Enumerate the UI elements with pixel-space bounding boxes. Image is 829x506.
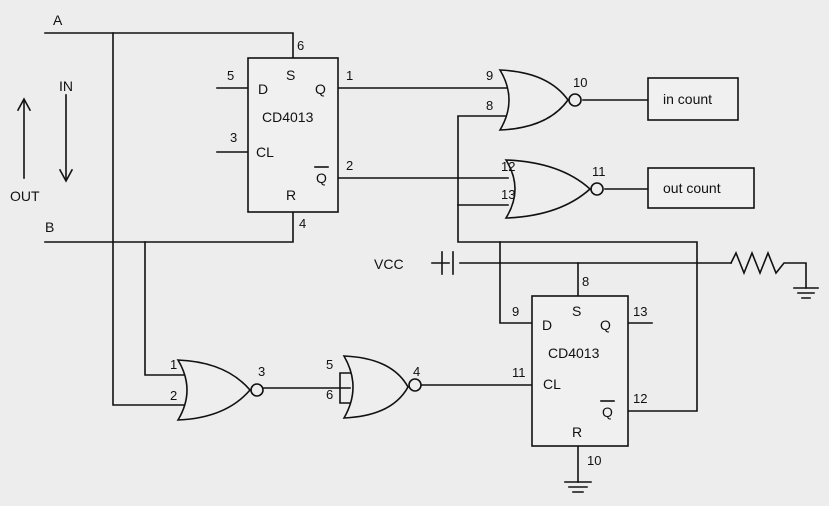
- nor-gate-low2: [342, 355, 409, 419]
- ff1-pin-cl: 3: [230, 130, 237, 145]
- nor-gate-low1: [176, 359, 252, 421]
- ff2-pin-r: 10: [587, 453, 601, 468]
- nor-gate-top: [498, 69, 569, 131]
- ff2-pin-s: 8: [582, 274, 589, 289]
- ff2-qbar-label: Q: [602, 404, 613, 420]
- ff2-s-label: S: [572, 303, 581, 319]
- ff1-pin-s: 6: [297, 38, 304, 53]
- ff2-r-label: R: [572, 424, 582, 440]
- nor-gate-mid-bubble: [590, 182, 604, 196]
- nor-low1-pin-in2: 2: [170, 388, 177, 403]
- nor-mid-pin-in2: 13: [501, 187, 515, 202]
- ff2-cl-label: CL: [543, 376, 561, 392]
- ff1-pin-d: 5: [227, 68, 234, 83]
- ff1-qbar-label: Q: [316, 170, 327, 186]
- ff1-q-label: Q: [315, 81, 326, 97]
- ff1-pin-qbar: 2: [346, 158, 353, 173]
- ff1-pin-r: 4: [299, 216, 306, 231]
- nor-top-pin-in2: 8: [486, 98, 493, 113]
- vcc-label: VCC: [374, 256, 404, 272]
- ff1-d-label: D: [258, 81, 268, 97]
- ff2-pin-cl: 11: [512, 365, 526, 380]
- ff2-name: CD4013: [548, 345, 600, 361]
- nor-low2-pin-out: 4: [413, 364, 420, 379]
- ff1-s-label: S: [286, 67, 295, 83]
- nor-top-pin-in1: 9: [486, 68, 493, 83]
- in-count-box: [647, 77, 739, 121]
- wires: [16, 32, 819, 493]
- in-label: IN: [59, 78, 73, 94]
- nor-gate-top-bubble: [568, 93, 582, 107]
- signal-a-label: A: [53, 12, 63, 28]
- nor-top-pin-out: 10: [573, 75, 587, 90]
- nor-mid-pin-out: 11: [592, 164, 606, 179]
- nor-gate-low1-bubble: [250, 383, 264, 397]
- ff2-pin-d: 9: [512, 304, 519, 319]
- out-label: OUT: [10, 188, 40, 204]
- nor-gate-low2-bubble: [408, 378, 422, 392]
- nor-mid-pin-in1: 12: [501, 159, 515, 174]
- nor-low2-pin-in1: 5: [326, 357, 333, 372]
- out-count-box: [647, 167, 755, 209]
- ff1-r-label: R: [286, 187, 296, 203]
- ff2-pin-qbar: 12: [633, 391, 647, 406]
- ff1-pin-q: 1: [346, 68, 353, 83]
- nor-low2-pin-in2: 6: [326, 387, 333, 402]
- nor-low1-pin-out: 3: [258, 364, 265, 379]
- out-count-label: out count: [663, 180, 721, 196]
- ff2-pin-q: 13: [633, 304, 647, 319]
- nor-low1-pin-in1: 1: [170, 357, 177, 372]
- ff1-name: CD4013: [262, 109, 314, 125]
- ff1-cl-label: CL: [256, 144, 274, 160]
- nor-gate-mid: [504, 159, 592, 219]
- in-count-label: in count: [663, 91, 712, 107]
- ff1-box: [247, 57, 339, 213]
- signal-b-label: B: [45, 219, 54, 235]
- ff2-d-label: D: [542, 317, 552, 333]
- ff2-box: [531, 295, 629, 447]
- ff2-q-label: Q: [600, 317, 611, 333]
